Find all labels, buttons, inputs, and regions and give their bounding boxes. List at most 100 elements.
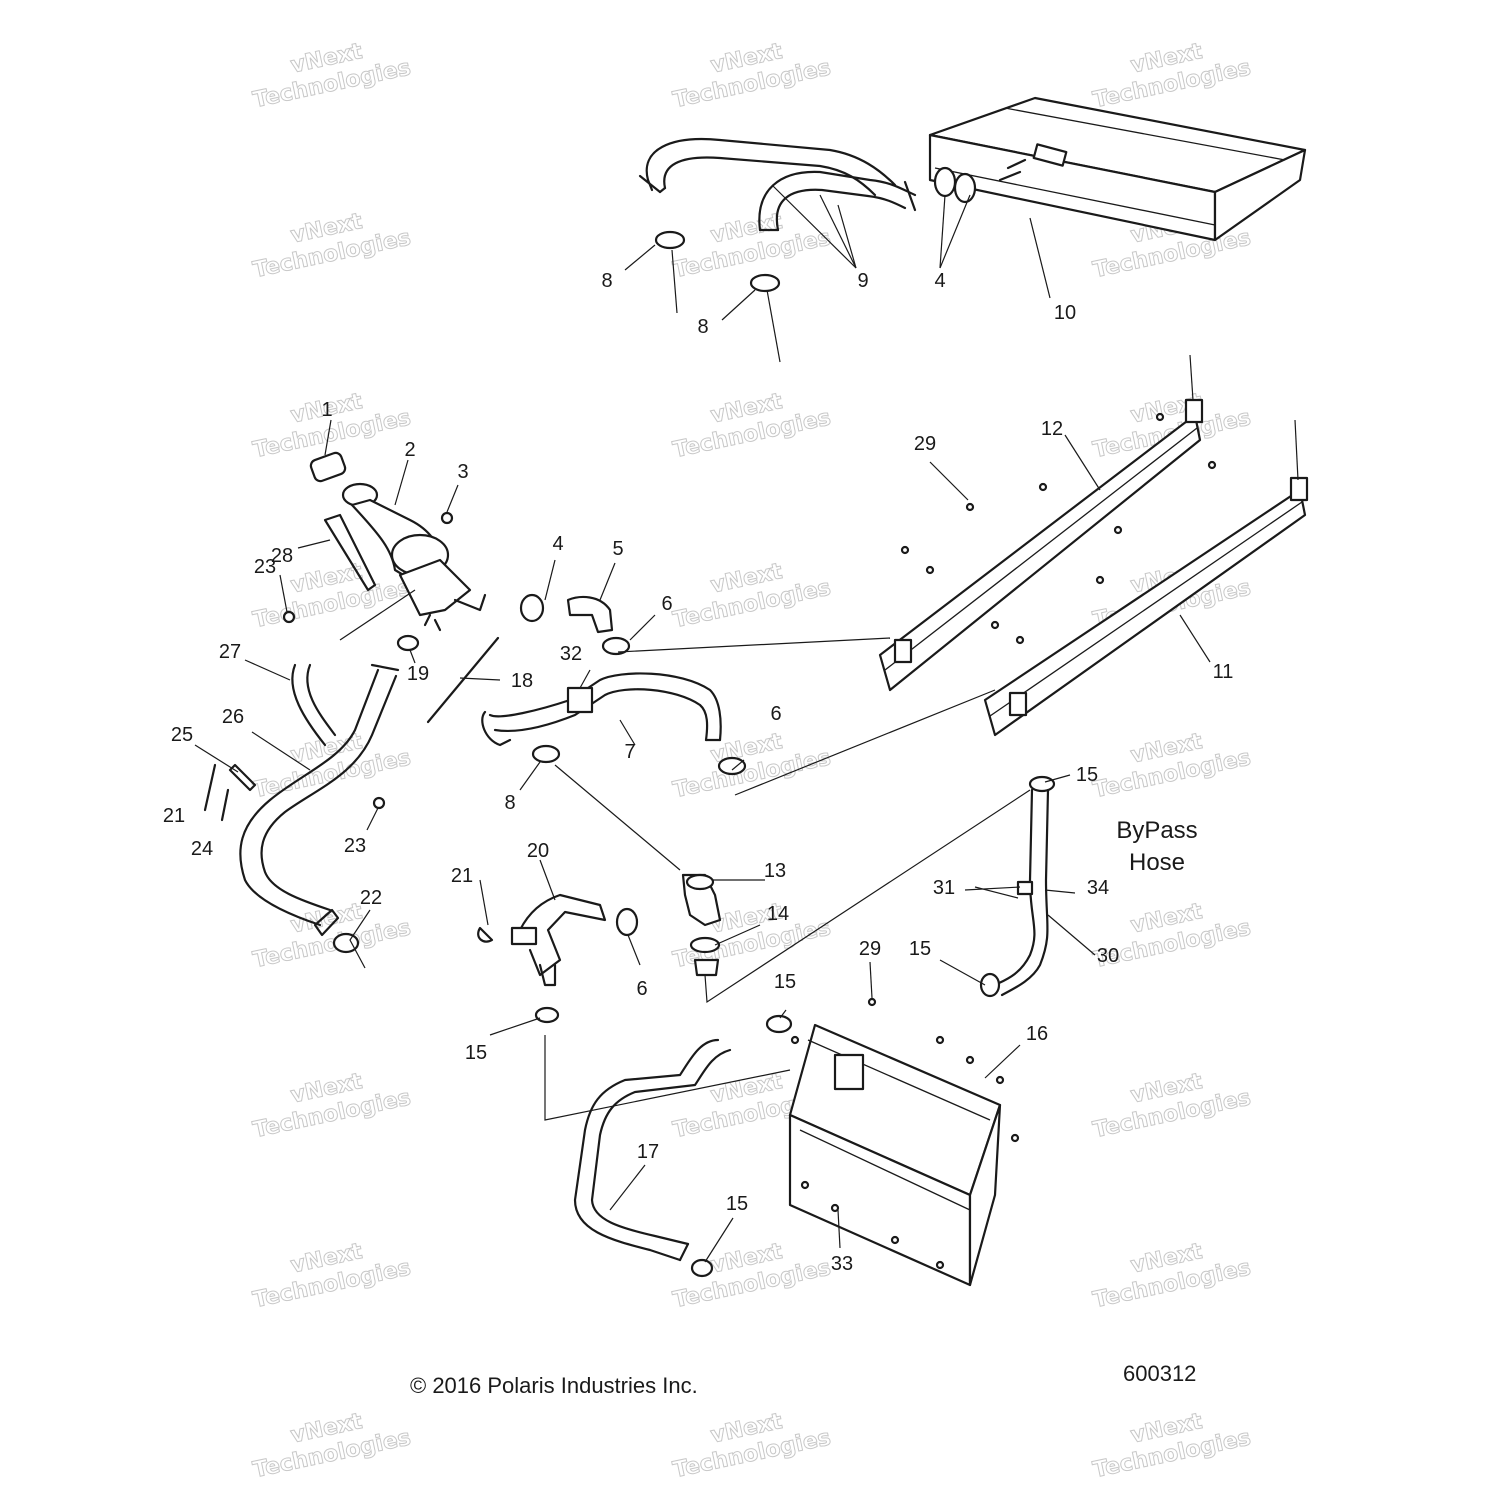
- part-15-clamp-a: [534, 1006, 560, 1024]
- callout-5: 5: [612, 538, 623, 560]
- callout-16: 16: [1026, 1023, 1048, 1045]
- part-4-clamp-a: [933, 166, 957, 198]
- callout-29-b: 29: [859, 938, 881, 960]
- callout-15-b: 15: [774, 971, 796, 993]
- part-10-front-cooler: [928, 96, 1307, 242]
- part-9-hoses: [638, 138, 917, 232]
- callout-24: 24: [191, 838, 213, 860]
- callout-8-a: 8: [504, 792, 515, 814]
- svg-text:Hose: Hose: [1129, 849, 1185, 876]
- callout-32: 32: [560, 643, 582, 665]
- callout-21-b: 21: [451, 865, 473, 887]
- callout-34: 34: [1087, 877, 1109, 899]
- part-28-bracket: [323, 513, 377, 592]
- callout-15-c: 15: [909, 938, 931, 960]
- part-11-coolant-tube: [983, 476, 1309, 737]
- callout-20: 20: [527, 840, 549, 862]
- callout-4-b: 4: [934, 270, 945, 292]
- part-2-filler-neck: [341, 482, 487, 632]
- part-8-clamp-a: [654, 230, 686, 250]
- callout-10: 10: [1054, 302, 1076, 324]
- part-22-clamp: [332, 932, 360, 954]
- callout-22: 22: [360, 887, 382, 909]
- callout-7: 7: [624, 741, 635, 763]
- callout-14: 14: [767, 903, 789, 925]
- callout-3: 3: [457, 461, 468, 483]
- callout-12: 12: [1041, 418, 1063, 440]
- callout-23-a: 23: [254, 556, 276, 578]
- part-15-clamp-c: [979, 972, 1001, 998]
- callout-6-a: 6: [661, 593, 672, 615]
- callout-23-b: 23: [344, 835, 366, 857]
- part-6-clamp-c: [615, 907, 639, 937]
- part-4-clamp-b: [953, 172, 977, 204]
- callout-29-a: 29: [914, 433, 936, 455]
- callout-15-d: 15: [726, 1193, 748, 1215]
- part-24-tie: [220, 788, 230, 822]
- part-32-bracket: [566, 686, 594, 714]
- parts-layer: [203, 96, 1309, 1287]
- callout-18: 18: [511, 670, 533, 692]
- part-23-plug-b: [372, 796, 386, 810]
- callout-19: 19: [407, 663, 429, 685]
- callout-labels: 1 2 3 28 23 4 5 6 27 26 25 21 24 23 22 1…: [163, 270, 1234, 1275]
- callout-17: 17: [637, 1141, 659, 1163]
- callout-28: 28: [271, 545, 293, 567]
- part-8-clamp-b: [749, 273, 781, 293]
- part-16-radiator: [788, 1023, 1002, 1287]
- part-1-cap: [309, 451, 347, 483]
- callout-13: 13: [764, 860, 786, 882]
- part-12-coolant-tube: [878, 398, 1204, 692]
- part-33-screws: [790, 997, 1020, 1270]
- svg-text:ByPass: ByPass: [1116, 817, 1197, 844]
- part-6-clamp-b: [717, 756, 747, 776]
- part-29-screws: [900, 412, 1217, 645]
- part-17-hose: [573, 1038, 732, 1262]
- part-21-tie: [203, 763, 217, 812]
- part-20-hose-assembly: [510, 893, 607, 987]
- part-8-clamp-c: [531, 744, 561, 764]
- callout-27: 27: [219, 641, 241, 663]
- part-15-clamp-b: [1028, 775, 1056, 793]
- part-31-clip: [1016, 880, 1034, 896]
- callout-11: 11: [1213, 661, 1234, 683]
- callout-21-a: 21: [163, 805, 185, 827]
- callout-31: 31: [933, 877, 955, 899]
- part-14-thermostat: [693, 958, 720, 977]
- part-5-hose: [566, 595, 614, 634]
- callout-15-a: 15: [465, 1042, 487, 1064]
- part-15-clamp-e: [690, 1258, 714, 1278]
- leader-lines: [194, 184, 1299, 1263]
- diagram-number: 600312: [1123, 1361, 1196, 1386]
- callout-1: 1: [321, 399, 332, 421]
- callout-6-c: 6: [636, 978, 647, 1000]
- bypass-hose-note: ByPass Hose: [1116, 817, 1197, 876]
- callout-15-e: 15: [1076, 764, 1098, 786]
- part-23-plug-a: [282, 610, 296, 624]
- part-26-hose: [239, 663, 400, 937]
- part-27-hose: [291, 663, 337, 747]
- part-34-bypass-hose: [993, 788, 1050, 997]
- part-21-clip: [477, 926, 494, 943]
- callout-6-b: 6: [770, 703, 781, 725]
